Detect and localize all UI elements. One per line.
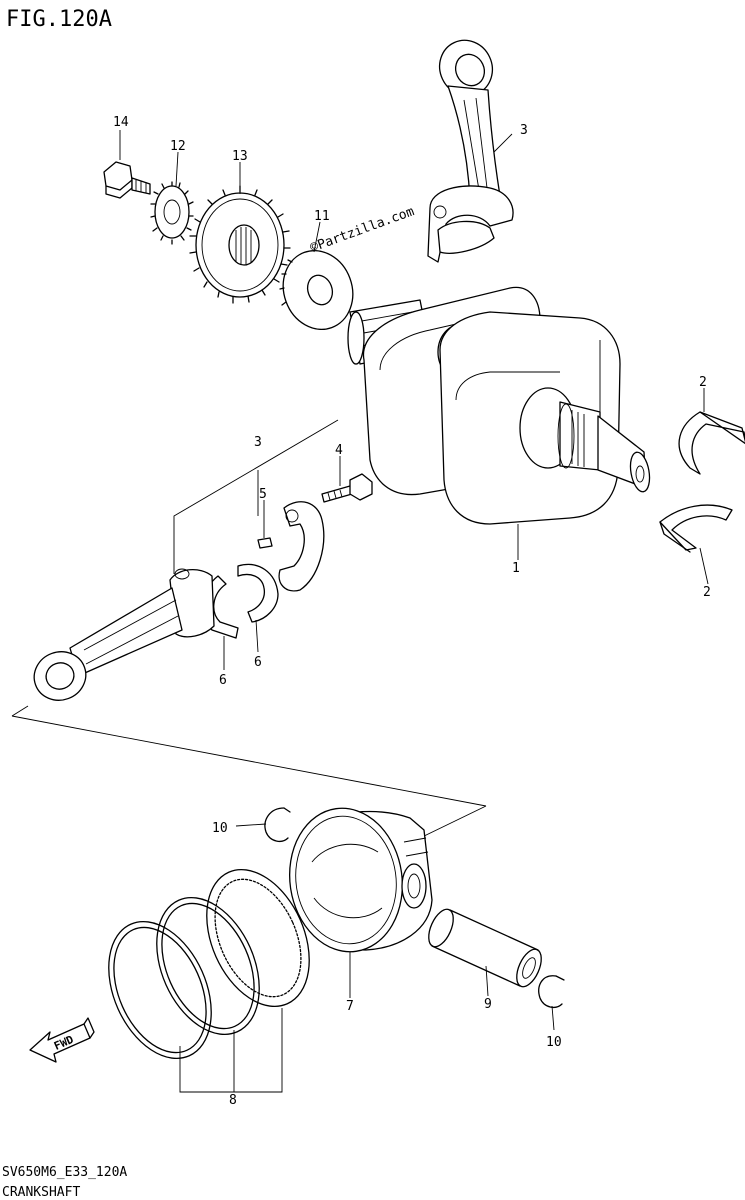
callout-5: 5 [259, 487, 267, 502]
part-7-piston [288, 807, 433, 953]
callout-7: 7 [346, 999, 354, 1014]
part-10-circlip-lower [538, 975, 565, 1009]
figure-title: FIG.120A [6, 7, 112, 32]
callout-8: 8 [229, 1093, 237, 1108]
part-14-bolt [103, 161, 151, 199]
callout-11: 11 [314, 209, 330, 224]
callout-13: 13 [232, 149, 248, 164]
callout-labels: 14 12 13 11 3 2 2 1 3 4 5 6 6 10 7 9 10 … [113, 115, 711, 1108]
part-11-plate [279, 250, 354, 330]
callout-3-lower: 3 [254, 435, 262, 450]
callout-6-b: 6 [254, 655, 262, 670]
part-2-bearing-lower [659, 504, 733, 553]
part-2-bearing-upper [678, 411, 745, 475]
leader-lines [119, 130, 709, 1031]
part-6-rod-bearing-b [237, 563, 279, 623]
callout-2-lower: 2 [703, 585, 711, 600]
diagram-code: SV650M6_E33_120A [2, 1165, 127, 1180]
part-3-connecting-rod-lower [33, 568, 215, 701]
part-9-piston-pin [428, 908, 542, 988]
fwd-direction-arrow: FWD [29, 1017, 95, 1063]
part-8-piston-rings [108, 868, 310, 1093]
rod-cap [278, 501, 325, 592]
callout-4: 4 [335, 443, 343, 458]
diagram-caption: CRANKSHAFT [2, 1185, 80, 1200]
callout-10-upper: 10 [212, 821, 228, 836]
callout-2-upper: 2 [699, 375, 707, 390]
part-13-gear [189, 185, 291, 304]
callout-3-top: 3 [520, 123, 528, 138]
part-4-bolt [321, 473, 373, 503]
callout-9: 9 [484, 997, 492, 1012]
rod-assembly-bracket [11, 419, 487, 839]
callout-14: 14 [113, 115, 129, 130]
part-3-connecting-rod-top [427, 39, 514, 263]
callout-12: 12 [170, 139, 186, 154]
part-1-crankshaft [347, 286, 651, 525]
callout-6-a: 6 [219, 673, 227, 688]
part-5-pin [257, 537, 273, 549]
callout-10-lower: 10 [546, 1035, 562, 1050]
part-10-circlip-upper [264, 807, 291, 843]
callout-1: 1 [512, 561, 520, 576]
part-12-sprocket [150, 181, 194, 245]
